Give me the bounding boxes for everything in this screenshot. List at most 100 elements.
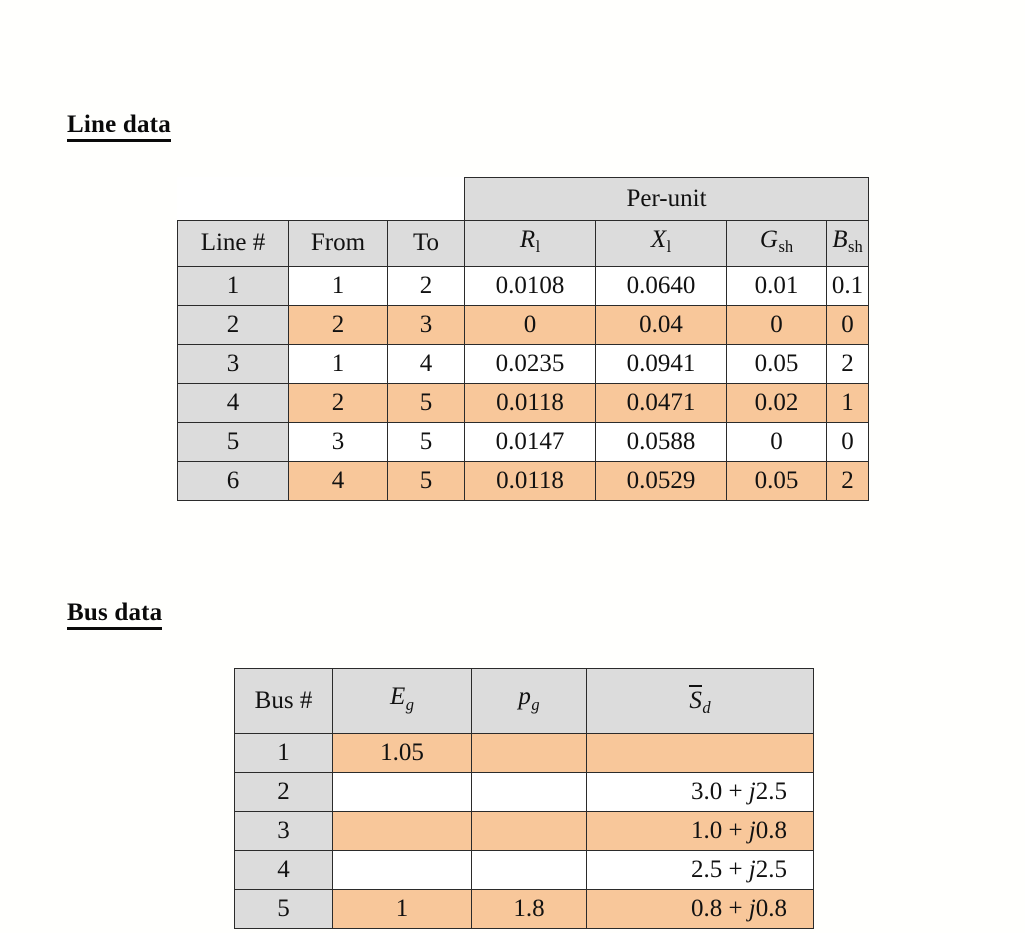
cell-line-number: 1 [177, 265, 289, 306]
cell-from: 1 [288, 265, 388, 306]
cell-from: 4 [288, 460, 388, 501]
symbol-G: G [759, 226, 778, 253]
cell-susceptance: 0.1 [826, 265, 869, 306]
table-row: 2 3.0 + j2.5 [234, 771, 814, 812]
cell-demand-power [586, 732, 814, 773]
subscript-sh: sh [778, 236, 794, 256]
table-row: 2 2 3 0 0.04 0 0 [177, 304, 869, 345]
cell-to: 2 [387, 265, 465, 306]
cell-to: 3 [387, 304, 465, 345]
symbol-X: X [650, 226, 667, 253]
cell-line-number: 5 [177, 421, 289, 462]
cell-resistance: 0.0147 [464, 421, 596, 462]
cell-resistance: 0.0118 [464, 460, 596, 501]
cell-generator-voltage: 1 [332, 888, 472, 929]
cell-conductance: 0.01 [726, 265, 827, 306]
cell-generator-power: 1.8 [471, 888, 587, 929]
subscript-l: l [535, 236, 541, 256]
line-data-heading: Line data [67, 111, 171, 143]
symbol-E: E [389, 683, 406, 710]
cell-to: 4 [387, 343, 465, 384]
cell-generator-power [471, 810, 587, 851]
table-row: 1 1 2 0.0108 0.0640 0.01 0.1 [177, 265, 869, 306]
bus-data-heading: Bus data [67, 599, 163, 631]
cell-bus-number: 3 [234, 810, 333, 851]
cell-reactance: 0.0471 [595, 382, 727, 423]
line-data-table: Per-unit Line # From To Rl Xl Gsh Bsh 1 … [177, 177, 869, 501]
cell-conductance: 0.05 [726, 343, 827, 384]
bus-data-table: Bus # Eg pg Sd 1 1.05 2 3.0 + j2.5 3 [234, 668, 814, 929]
cell-line-number: 3 [177, 343, 289, 384]
cell-susceptance: 0 [826, 421, 869, 462]
cell-resistance: 0.0235 [464, 343, 596, 384]
subscript-g: g [531, 694, 540, 714]
cell-conductance: 0.05 [726, 460, 827, 501]
cell-bus-number: 1 [234, 732, 333, 773]
cell-demand-power: 3.0 + j2.5 [586, 771, 814, 812]
cell-generator-power [471, 732, 587, 773]
per-unit-group-header: Per-unit [464, 177, 869, 221]
cell-from: 1 [288, 343, 388, 384]
cell-conductance: 0.02 [726, 382, 827, 423]
cell-bus-number: 4 [234, 849, 333, 890]
line-data-table-head: Per-unit Line # From To Rl Xl Gsh Bsh [177, 177, 869, 267]
line-data-header-row: Line # From To Rl Xl Gsh Bsh [177, 220, 869, 267]
cell-generator-voltage: 1.05 [332, 732, 472, 773]
cell-resistance: 0 [464, 304, 596, 345]
spacer-cell [289, 178, 388, 221]
symbol-R: R [519, 226, 536, 253]
table-row: 4 2 5 0.0118 0.0471 0.02 1 [177, 382, 869, 423]
column-header-line-number: Line # [177, 220, 289, 267]
table-row: 4 2.5 + j2.5 [234, 849, 814, 890]
table-row: 3 1 4 0.0235 0.0941 0.05 2 [177, 343, 869, 384]
line-data-group-header-row: Per-unit [178, 177, 869, 221]
table-row: 1 1.05 [234, 732, 814, 773]
cell-reactance: 0.0588 [595, 421, 727, 462]
column-header-shunt-conductance: Gsh [726, 220, 827, 267]
subscript-d: d [702, 698, 711, 718]
table-row: 5 1 1.8 0.8 + j0.8 [234, 888, 814, 929]
cell-demand-power: 1.0 + j0.8 [586, 810, 814, 851]
cell-generator-voltage [332, 810, 472, 851]
cell-to: 5 [387, 460, 465, 501]
cell-to: 5 [387, 421, 465, 462]
spacer-cell [388, 178, 465, 221]
symbol-B: B [832, 226, 848, 253]
column-header-reactance: Xl [595, 220, 727, 267]
column-header-generator-voltage: Eg [332, 668, 472, 734]
column-header-resistance: Rl [464, 220, 596, 267]
cell-resistance: 0.0118 [464, 382, 596, 423]
cell-demand-power: 0.8 + j0.8 [586, 888, 814, 929]
column-header-from: From [288, 220, 388, 267]
cell-demand-power: 2.5 + j2.5 [586, 849, 814, 890]
table-row: 5 3 5 0.0147 0.0588 0 0 [177, 421, 869, 462]
cell-reactance: 0.0941 [595, 343, 727, 384]
column-header-demand-apparent-power: Sd [586, 668, 814, 734]
cell-reactance: 0.04 [595, 304, 727, 345]
cell-reactance: 0.0529 [595, 460, 727, 501]
cell-reactance: 0.0640 [595, 265, 727, 306]
cell-bus-number: 2 [234, 771, 333, 812]
overbar-group: Sd [689, 684, 711, 718]
cell-generator-voltage [332, 771, 472, 812]
spacer-cell [178, 178, 289, 221]
cell-susceptance: 2 [826, 343, 869, 384]
cell-from: 2 [288, 304, 388, 345]
cell-from: 3 [288, 421, 388, 462]
bus-data-table-head: Bus # Eg pg Sd [234, 668, 814, 734]
cell-line-number: 2 [177, 304, 289, 345]
cell-bus-number: 5 [234, 888, 333, 929]
symbol-S: S [689, 684, 702, 714]
bus-data-table-body: 1 1.05 2 3.0 + j2.5 3 1.0 + j0.8 4 2.5 +… [234, 732, 814, 929]
subscript-l: l [666, 236, 672, 256]
cell-susceptance: 2 [826, 460, 869, 501]
column-header-generator-power: pg [471, 668, 587, 734]
cell-conductance: 0 [726, 304, 827, 345]
cell-resistance: 0.0108 [464, 265, 596, 306]
cell-conductance: 0 [726, 421, 827, 462]
subscript-sh: sh [848, 236, 863, 256]
cell-generator-voltage [332, 849, 472, 890]
symbol-p: p [518, 683, 531, 710]
bus-data-header-row: Bus # Eg pg Sd [234, 668, 814, 734]
cell-generator-power [471, 771, 587, 812]
